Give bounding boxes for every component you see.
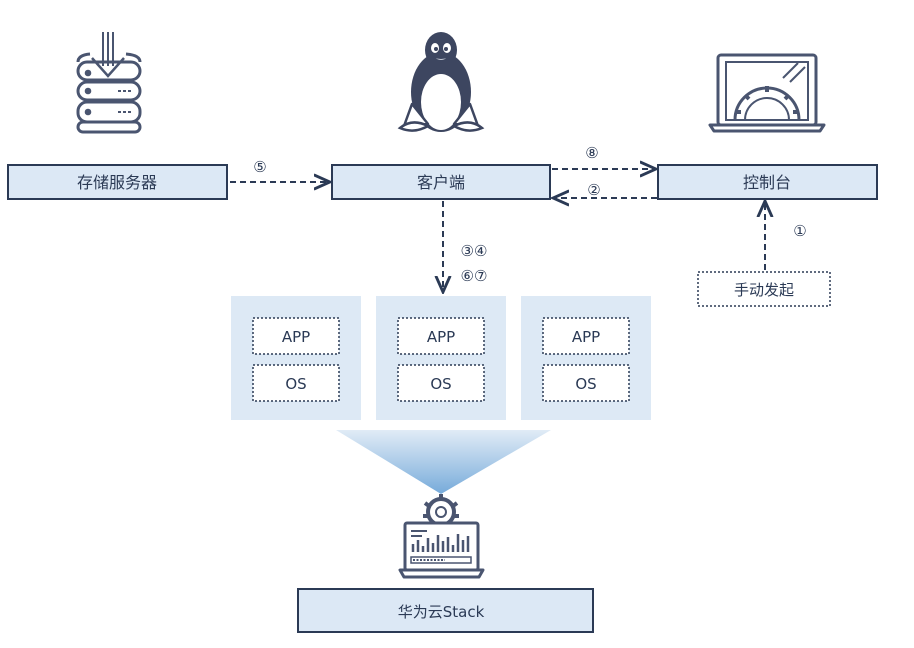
client-box [331,164,551,200]
app-box [252,317,340,355]
projection-beam [336,430,551,494]
app-label: APP [427,328,455,346]
laptop-dashboard-gear-icon [398,494,485,579]
app-label: APP [282,328,310,346]
step-5-label: ⑤ [253,158,266,176]
console-box [657,164,878,200]
app-box [542,317,630,355]
step-1-label: ① [793,222,806,240]
database-download-icon [76,32,142,134]
storage-server-label: 存储服务器 [77,173,157,192]
step-34-label: ③④ [461,242,488,260]
platform-box [297,588,594,633]
os-box [397,364,485,402]
platform-label: 华为云Stack [398,603,485,621]
linux-penguin-icon [397,32,485,132]
manual-trigger-box [697,271,831,307]
vm-panel: APP OS [521,296,651,420]
console-label: 控制台 [743,173,791,192]
step-2-label: ② [587,181,600,199]
app-label: APP [572,328,600,346]
vm-panel: APP OS [376,296,506,420]
os-label: OS [430,375,451,393]
app-box [397,317,485,355]
os-label: OS [575,375,596,393]
laptop-gear-icon [708,53,826,133]
step-67-label: ⑥⑦ [461,267,488,285]
vm-panel: APP OS [231,296,361,420]
step-8-label: ⑧ [585,144,598,162]
os-box [252,364,340,402]
storage-server-box [7,164,228,200]
manual-trigger-label: 手动发起 [734,281,794,299]
os-box [542,364,630,402]
client-label: 客户端 [417,173,465,192]
os-label: OS [285,375,306,393]
